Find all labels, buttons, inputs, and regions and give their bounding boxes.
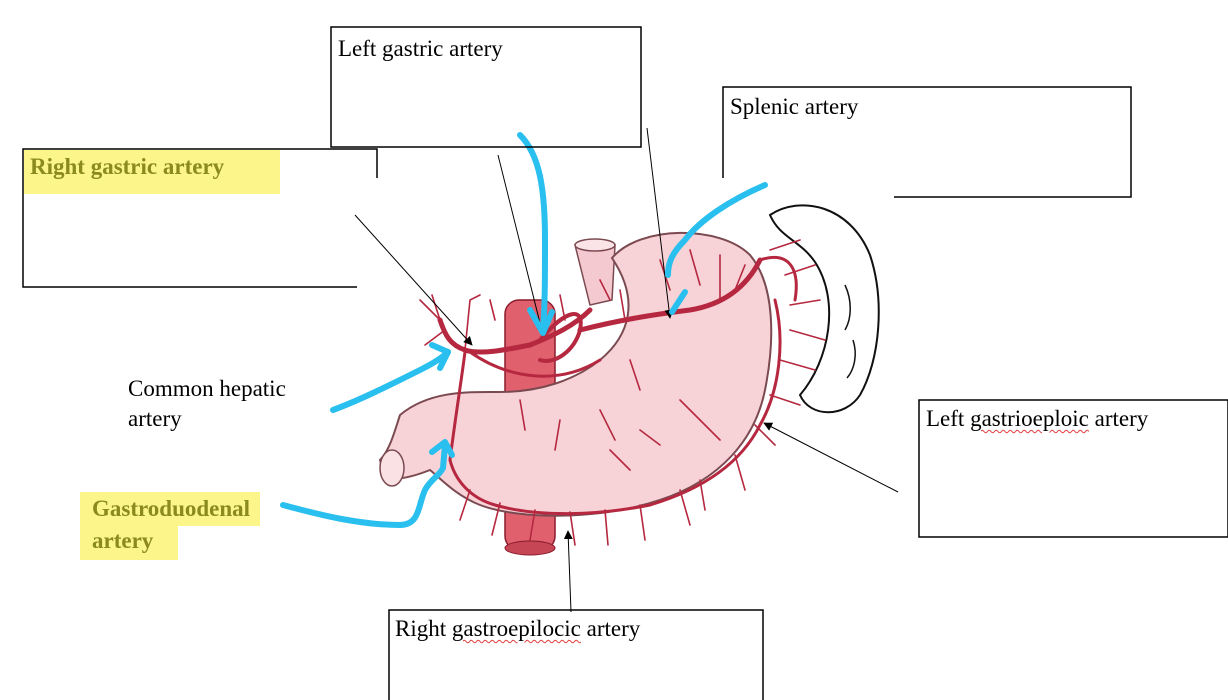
splenic-artery-label: Splenic artery [730, 94, 859, 119]
right-gastroepiploic-artery-label: Right gastroepilocic artery [395, 616, 641, 641]
hand-drawn-arrows [280, 132, 768, 528]
highlighted-text: artery [80, 526, 179, 560]
spleen-outline [768, 204, 880, 414]
spellcheck-underline: gastroepilocic [451, 616, 581, 641]
stomach [378, 231, 773, 517]
leader-lines [354, 127, 899, 613]
right-gastric-artery-label: Right gastric artery [24, 150, 281, 194]
left-gastric-artery-label: Left gastric artery [338, 36, 503, 61]
left-gastroepiploic-artery-label: Left gastrioeploic artery [926, 406, 1149, 431]
highlighted-text: Right gastric artery [24, 150, 281, 194]
esophagus [574, 238, 616, 306]
gastroduodenal-artery-label: Gastroduodenal artery [80, 492, 261, 560]
common-hepatic-artery-label: Common hepatic artery [128, 376, 286, 431]
label-box-borders [22, 26, 1228, 700]
highlighted-text: Gastroduodenal [80, 492, 261, 526]
spellcheck-underline: gastrioeploic [970, 406, 1089, 431]
